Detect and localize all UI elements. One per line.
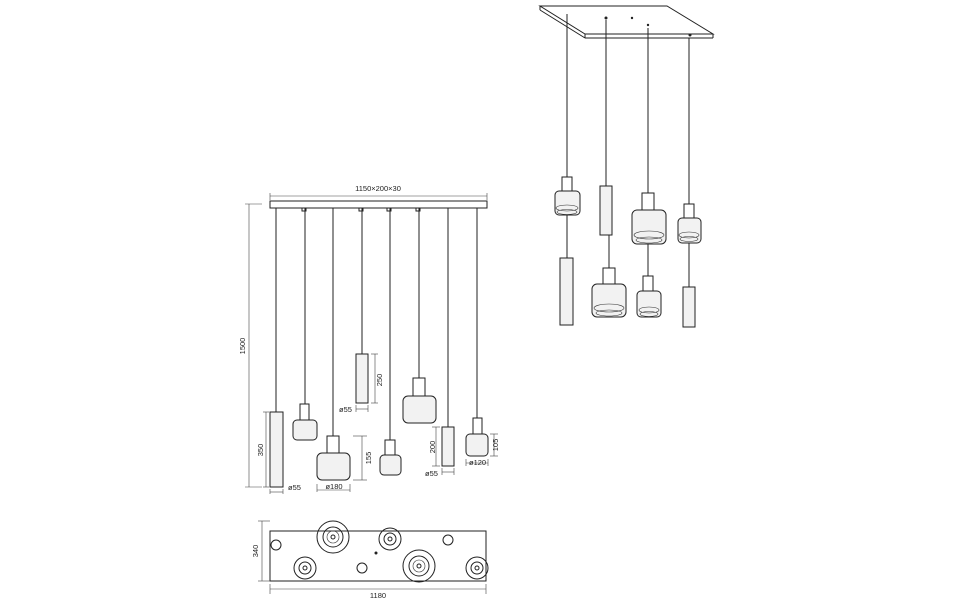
shade-small-diameter-label: ø120: [469, 458, 486, 467]
small-shade-pendant-8: [465, 417, 489, 457]
perspective-tube-2: [599, 185, 613, 236]
perspective-tube-3: [682, 286, 696, 328]
top-view-small-shade-1: [378, 527, 402, 551]
overall-height-label: 1500: [238, 338, 247, 355]
top-view-canopy-outline: [269, 530, 487, 582]
shade-big-height-label: 155: [364, 452, 373, 465]
small-shade-pendant-5: [379, 439, 402, 476]
top-view-large-shade-1: [316, 520, 350, 554]
shade-small-height-label: 105: [491, 439, 500, 452]
perspective-large-shade-2: [631, 192, 667, 245]
tube-right-height-label: 200: [428, 441, 437, 454]
top-view-tube-2: [356, 562, 368, 574]
top-view: 340 1180: [251, 520, 489, 600]
perspective-canopy: [538, 5, 715, 35]
top-view-large-shade-2: [402, 549, 436, 583]
large-shade-pendant-3: [316, 435, 351, 481]
shade-big-diameter-label: ø180: [325, 482, 342, 491]
top-view-small-shade-3: [465, 556, 489, 580]
tube-left-height-label: 350: [256, 444, 265, 457]
top-view-tube-3: [442, 534, 454, 546]
front-view: 1150×200×30 1500 350 ø55: [238, 184, 500, 494]
top-view-depth-label: 340: [251, 545, 260, 558]
perspective-view: [538, 5, 715, 328]
perspective-small-shade-1: [554, 176, 581, 216]
top-view-tube-1: [270, 539, 282, 551]
perspective-small-shade-3: [677, 203, 702, 244]
tube-right-diameter-label: ø55: [425, 469, 438, 478]
tube-pendant-right: [441, 426, 455, 467]
tube-pendant-mid: [355, 353, 369, 404]
top-view-small-shade-2: [293, 556, 317, 580]
tube-mid-diameter-label: ø55: [339, 405, 352, 414]
perspective-tube-1: [559, 257, 574, 326]
tube-left-diameter-label: ø55: [288, 483, 301, 492]
perspective-large-shade-1: [591, 267, 627, 318]
canopy-dimension-label: 1150×200×30: [355, 184, 401, 193]
tube-pendant-left: [269, 411, 284, 488]
small-shade-pendant-2: [292, 403, 318, 441]
tube-mid-height-label: 250: [375, 374, 384, 387]
large-shade-pendant-6: [402, 377, 437, 424]
top-view-width-label: 1180: [370, 591, 386, 600]
perspective-small-shade-2: [636, 275, 662, 318]
canopy-bar: [269, 200, 488, 209]
